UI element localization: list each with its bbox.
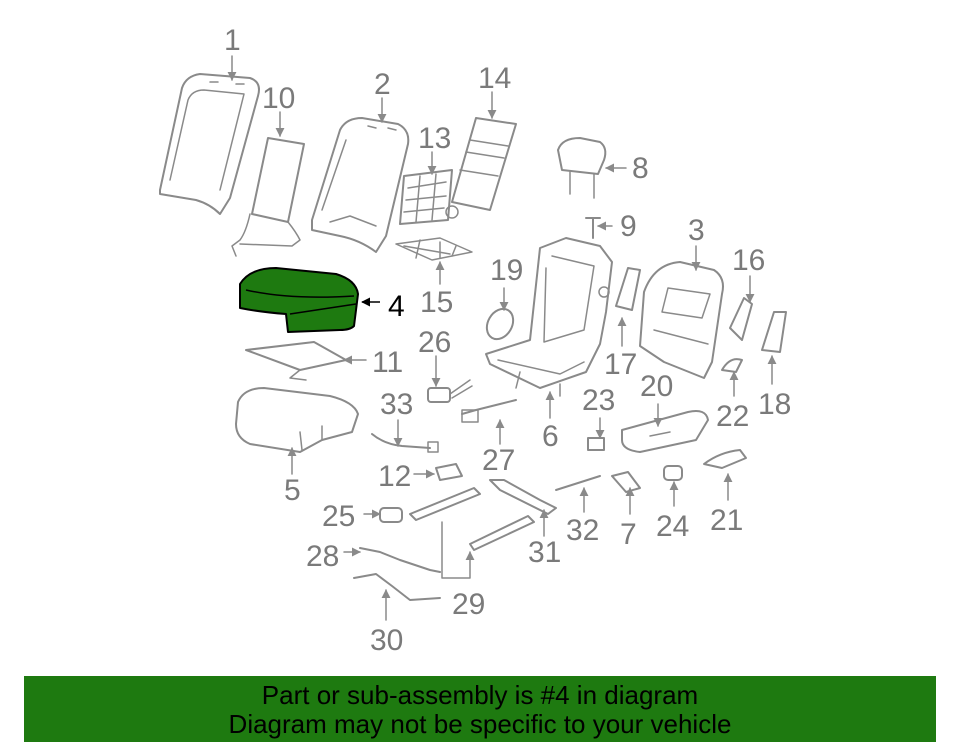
callout-31: 31 <box>528 536 561 569</box>
part-14-back-panel[interactable] <box>451 117 517 211</box>
part-10-back-pad[interactable] <box>231 137 305 257</box>
part-5-cushion-pad[interactable] <box>235 387 359 453</box>
callout-24: 24 <box>656 510 689 543</box>
callout-labels: 1 10 2 13 14 15 8 9 3 16 19 17 18 22 4 1… <box>224 24 791 657</box>
part-31-bar[interactable] <box>489 479 557 515</box>
callout-6: 6 <box>542 420 559 453</box>
part-27-harness[interactable] <box>461 399 517 423</box>
callout-16: 16 <box>732 244 765 277</box>
part-1-seatback-cover[interactable] <box>159 73 260 215</box>
part-19-knob[interactable] <box>482 304 519 344</box>
callout-10: 10 <box>262 82 295 115</box>
part-32-cable[interactable] <box>555 475 601 491</box>
callout-3: 3 <box>688 214 705 247</box>
part-15-suspension[interactable] <box>395 237 473 261</box>
callout-26: 26 <box>418 326 451 359</box>
part-4-seat-cushion-highlighted[interactable] <box>239 267 359 333</box>
callout-14: 14 <box>478 62 511 95</box>
info-banner: Part or sub-assembly is #4 in diagram Di… <box>24 676 936 742</box>
part-12-module[interactable] <box>435 463 463 481</box>
callout-22: 22 <box>716 400 749 433</box>
callout-7: 7 <box>620 518 637 551</box>
part-17-side-trim[interactable] <box>615 267 641 311</box>
callout-30: 30 <box>370 624 403 657</box>
callout-4: 4 <box>388 290 405 323</box>
part-13-lumbar-support[interactable] <box>399 169 459 225</box>
callout-28: 28 <box>306 540 339 573</box>
banner-line-2: Diagram may not be specific to your vehi… <box>228 709 732 739</box>
callout-5: 5 <box>284 474 301 507</box>
part-3-back-cover[interactable] <box>639 261 724 379</box>
part-21-handle[interactable] <box>703 449 747 469</box>
part-22-clip[interactable] <box>721 358 743 373</box>
callout-33: 33 <box>380 388 413 421</box>
callout-12: 12 <box>378 460 411 493</box>
callout-19: 19 <box>490 254 523 287</box>
part-11-heater-element[interactable] <box>245 341 347 381</box>
callout-9: 9 <box>620 210 637 243</box>
seat-parts-diagram: 1 10 2 13 14 15 8 9 3 16 19 17 18 22 4 1… <box>159 24 791 657</box>
callout-23: 23 <box>582 384 615 417</box>
part-23-switch[interactable] <box>587 437 605 451</box>
callout-18: 18 <box>758 388 791 421</box>
callout-29: 29 <box>452 588 485 621</box>
part-24-knob[interactable] <box>663 465 683 481</box>
part-2-seatback[interactable] <box>311 117 410 253</box>
callout-13: 13 <box>418 122 451 155</box>
part-18-trim[interactable] <box>761 311 787 353</box>
callout-32: 32 <box>566 514 599 547</box>
part-20-side-shield[interactable] <box>621 410 709 453</box>
callout-17: 17 <box>604 348 637 381</box>
part-25-motor[interactable] <box>379 507 403 523</box>
part-16-trim[interactable] <box>729 297 753 341</box>
callout-27: 27 <box>482 444 515 477</box>
banner-line-1: Part or sub-assembly is #4 in diagram <box>261 680 699 710</box>
leader-arrows <box>227 55 777 621</box>
callout-8: 8 <box>632 152 649 185</box>
part-33-wire[interactable] <box>371 433 439 453</box>
callout-25: 25 <box>322 500 355 533</box>
callout-11: 11 <box>372 346 403 379</box>
callout-21: 21 <box>710 504 743 537</box>
part-6-seat-frame[interactable] <box>485 237 613 397</box>
part-28-harness[interactable] <box>359 547 441 573</box>
part-7-bracket[interactable] <box>611 471 641 493</box>
callout-1: 1 <box>224 24 241 57</box>
callout-2: 2 <box>374 68 391 101</box>
callout-15: 15 <box>420 286 453 319</box>
part-9-headrest-guide[interactable] <box>585 217 601 239</box>
part-30-wire[interactable] <box>353 573 441 601</box>
part-8-headrest[interactable] <box>557 137 607 199</box>
callout-20: 20 <box>640 370 673 403</box>
part-26-motor[interactable] <box>427 379 473 403</box>
